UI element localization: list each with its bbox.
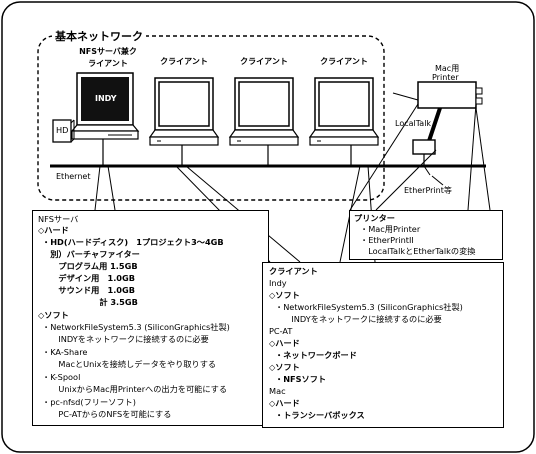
client-computer-1: [148, 77, 220, 166]
etherprint-label: EtherPrint等: [404, 186, 452, 195]
printer-line-0: プリンター: [354, 213, 395, 223]
printer-line-3: LocalTalkとEtherTalkの変換: [360, 246, 476, 256]
client-line-9: ・NFSソフト: [275, 374, 327, 384]
printer-line-2: ・EtherPrintII: [360, 235, 414, 245]
localtalk-label: LocalTalk: [395, 119, 432, 128]
mac-printer-label-1: Mac用: [435, 64, 460, 73]
etherprint-box: [412, 139, 436, 166]
nfs-line-5: デザイン用 1.0GB: [42, 273, 135, 283]
nfs-line-15: ・pc-nfsd(フリーソフト): [42, 397, 136, 407]
server-computer: [70, 72, 140, 140]
client-line-10: Mac: [269, 386, 286, 396]
nfs-line-1: ◇ハード: [38, 225, 69, 235]
localtalk-cable: [426, 107, 442, 145]
server-screen-text: INDY: [95, 94, 117, 103]
nfs-line-10: INDYをネットワークに接続するのに必要: [42, 334, 209, 344]
nfs-line-0: NFSサーバ: [38, 214, 79, 224]
client-line-4: INDYをネットワークに接続するのに必要: [275, 314, 442, 324]
nfs-line-16: PC-ATからのNFSを可能にする: [42, 409, 172, 419]
client-computer-3: [308, 77, 380, 166]
hard-disk: [52, 119, 75, 143]
nfs-line-4: プログラム用 1.5GB: [42, 261, 138, 271]
diagram-title: 基本ネットワーク: [52, 30, 146, 43]
client-line-2: ◇ソフト: [269, 290, 300, 300]
basic-network-group: [37, 35, 385, 201]
client-computer-2: [228, 77, 300, 166]
nfs-line-14: UnixからMac用Printerへの出力を可能にする: [42, 384, 228, 394]
client-label-1: クライアント: [160, 57, 208, 66]
server-label-line1: NFSサーバ兼ク: [79, 47, 137, 56]
mac-printer: [417, 81, 483, 109]
client-box: クライアント Indy ◇ソフト ・NetworkFileSystem5.3 (…: [262, 262, 504, 428]
nfs-line-6: サウンド用 1.0GB: [42, 285, 135, 295]
client-line-0: クライアント: [269, 266, 318, 276]
client-line-3: ・NetworkFileSystem5.3 (SiliconGraphics社製…: [275, 302, 463, 312]
client-line-12: ・トランシーバボックス: [275, 410, 365, 420]
client-line-11: ◇ハード: [269, 398, 300, 408]
printer-box: プリンター ・Mac用Printer ・EtherPrintII LocalTa…: [349, 210, 503, 260]
nfs-line-9: ・NetworkFileSystem5.3 (SiliconGraphics社製…: [42, 322, 230, 332]
nfs-line-7: 計 3.5GB: [42, 297, 138, 307]
client-label-3: クライアント: [320, 57, 368, 66]
client-line-1: Indy: [269, 278, 287, 288]
client-line-8: ◇ソフト: [269, 362, 300, 372]
client-line-5: PC-AT: [269, 326, 293, 336]
nfs-server-box: NFSサーバ ◇ハード ・HD(ハードディスク) 1プロジェクト3～4GB 別）…: [32, 210, 269, 426]
nfs-line-11: ・KA-Share: [42, 347, 88, 357]
hd-label: HD: [56, 125, 69, 135]
mac-printer-label-2: Printer: [432, 73, 459, 82]
nfs-line-12: MacとUnixを接続しデータをやり取りする: [42, 359, 217, 369]
nfs-line-2: ・HD(ハードディスク) 1プロジェクト3～4GB: [42, 237, 224, 247]
client-line-6: ◇ハード: [269, 338, 300, 348]
printer-line-1: ・Mac用Printer: [360, 224, 421, 234]
nfs-line-8: ◇ソフト: [38, 310, 69, 320]
nfs-line-3: 別）バーチャファイター: [42, 249, 140, 259]
server-label-line2: ライアント: [88, 59, 128, 68]
ethernet-label: Ethernet: [56, 172, 91, 181]
client-label-2: クライアント: [240, 57, 288, 66]
nfs-line-13: ・K-Spool: [42, 372, 81, 382]
client-line-7: ・ネットワークボード: [275, 350, 357, 360]
